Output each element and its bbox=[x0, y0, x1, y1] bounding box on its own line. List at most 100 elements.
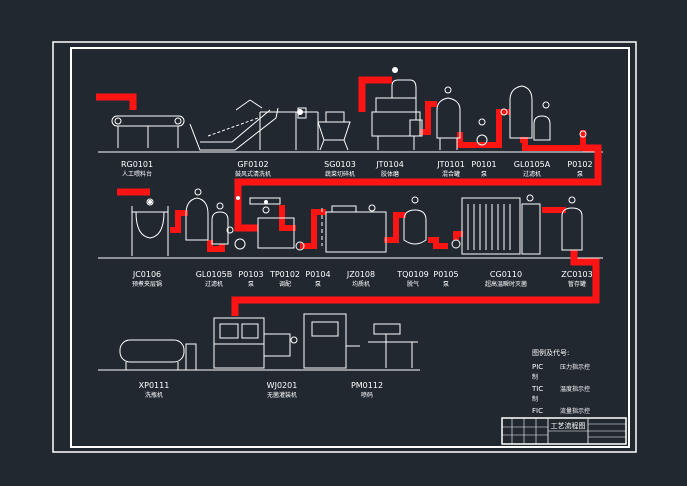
svg-text:泵: 泵 bbox=[577, 171, 583, 178]
cg0110-uht-sterilizer bbox=[461, 194, 541, 255]
svg-text:TP0102: TP0102 bbox=[269, 270, 300, 279]
legend-code-fic: FIC bbox=[532, 407, 543, 415]
process-pipes bbox=[96, 76, 602, 316]
jc0106-jacketed-kettle bbox=[131, 198, 169, 256]
tp0102-blend-tank bbox=[249, 197, 295, 249]
svg-text:JZ0108: JZ0108 bbox=[346, 270, 375, 279]
gl0105b-filter bbox=[185, 188, 229, 245]
label-p0103: P0103 泵 bbox=[238, 270, 263, 288]
label-wj0201: WJ0201 无菌灌装机 bbox=[267, 381, 298, 399]
svg-text:泵: 泵 bbox=[315, 281, 321, 288]
legend-desc-fic: 流量指示控 bbox=[560, 407, 590, 415]
label-sg0103: SG0103 蔬菜切碎机 bbox=[324, 160, 356, 178]
svg-text:胶体磨: 胶体磨 bbox=[381, 170, 399, 178]
svg-text:脱气: 脱气 bbox=[407, 280, 419, 288]
svg-text:泵: 泵 bbox=[481, 171, 487, 178]
title-block: 工艺流程图 bbox=[501, 417, 627, 445]
svg-text:TQ0109: TQ0109 bbox=[396, 270, 429, 279]
svg-text:GF0102: GF0102 bbox=[237, 160, 268, 169]
label-pm0112: PM0112 喷码 bbox=[351, 381, 383, 399]
svg-text:混合罐: 混合罐 bbox=[442, 170, 460, 178]
label-p0105: P0105 泵 bbox=[433, 270, 458, 288]
gf0102-washer bbox=[189, 99, 319, 151]
svg-text:鼓风式清洗机: 鼓风式清洗机 bbox=[235, 170, 271, 178]
svg-text:超高温瞬时灭菌: 超高温瞬时灭菌 bbox=[485, 280, 527, 288]
jt0101-mix-tank bbox=[436, 86, 461, 150]
label-tq0109: TQ0109 脱气 bbox=[396, 270, 429, 288]
svg-text:RG0101: RG0101 bbox=[121, 160, 153, 169]
svg-text:预煮夹层锅: 预煮夹层锅 bbox=[132, 280, 162, 288]
legend: 图例及代号: PIC 压力指示控 制 TIC 温度指示控 制 FIC 流量指示控 bbox=[531, 348, 590, 415]
svg-text:XP0111: XP0111 bbox=[139, 381, 170, 390]
legend-code-tic: TIC bbox=[531, 385, 543, 393]
legend-title: 图例及代号: bbox=[532, 348, 569, 357]
label-gf0102: GF0102 鼓风式清洗机 bbox=[235, 160, 271, 178]
gl0105a-filter bbox=[500, 85, 551, 141]
svg-text:JC0106: JC0106 bbox=[132, 270, 161, 279]
svg-text:洗瓶机: 洗瓶机 bbox=[145, 391, 163, 399]
svg-text:P0101: P0101 bbox=[471, 160, 496, 169]
svg-text:JT0101: JT0101 bbox=[436, 160, 465, 169]
svg-text:P0102: P0102 bbox=[567, 160, 592, 169]
wj0201-aseptic-filler bbox=[213, 317, 298, 369]
svg-text:CG0110: CG0110 bbox=[490, 270, 522, 279]
sg0103-cutter bbox=[317, 111, 351, 151]
p0104-pump bbox=[295, 208, 323, 251]
label-jc0106: JC0106 预煮夹层锅 bbox=[132, 270, 162, 288]
label-zc0103: ZC0103 暂存罐 bbox=[561, 270, 592, 288]
jt0104-colloid-mill bbox=[371, 79, 423, 150]
svg-text:泵: 泵 bbox=[443, 281, 449, 288]
svg-text:过滤机: 过滤机 bbox=[205, 280, 223, 288]
svg-text:P0105: P0105 bbox=[433, 270, 458, 279]
p0102-pump bbox=[579, 130, 587, 138]
svg-text:蔬菜切碎机: 蔬菜切碎机 bbox=[325, 170, 355, 178]
inner-frame bbox=[70, 47, 630, 448]
legend-desc-tic: 温度指示控 bbox=[560, 385, 590, 393]
svg-text:GL0105A: GL0105A bbox=[514, 160, 551, 169]
zc0103-holding-tank bbox=[561, 196, 583, 251]
svg-text:调配: 调配 bbox=[279, 280, 291, 288]
label-gl0105a: GL0105A 过滤机 bbox=[514, 160, 551, 178]
label-jt0101: JT0101 混合罐 bbox=[436, 160, 465, 178]
labeler-machine bbox=[303, 313, 360, 369]
label-cg0110: CG0110 超高温瞬时灭菌 bbox=[485, 270, 527, 288]
svg-text:GL0105B: GL0105B bbox=[196, 270, 233, 279]
p0101-pump bbox=[476, 118, 488, 146]
svg-text:P0103: P0103 bbox=[238, 270, 263, 279]
label-jt0104: JT0104 胶体磨 bbox=[375, 160, 404, 178]
svg-text:暂存罐: 暂存罐 bbox=[568, 280, 586, 288]
svg-text:泵: 泵 bbox=[248, 281, 254, 288]
svg-text:无菌灌装机: 无菌灌装机 bbox=[267, 391, 297, 399]
label-p0102: P0102 泵 bbox=[567, 160, 592, 178]
svg-text:SG0103: SG0103 bbox=[324, 160, 356, 169]
legend-wrap-pic: 制 bbox=[532, 373, 538, 381]
legend-desc-pic: 压力指示控 bbox=[560, 363, 590, 371]
svg-text:喷码: 喷码 bbox=[361, 391, 373, 399]
label-tp0102: TP0102 调配 bbox=[269, 270, 300, 288]
p0105-pump bbox=[451, 239, 461, 249]
label-p0101: P0101 泵 bbox=[471, 160, 496, 178]
label-rg0101: RG0101 人工喂料台 bbox=[121, 160, 153, 178]
jz0108-homogenizer bbox=[325, 204, 387, 253]
p0103-pump bbox=[226, 226, 246, 250]
legend-code-pic: PIC bbox=[532, 363, 543, 371]
title-block-title: 工艺流程图 bbox=[551, 421, 586, 430]
svg-text:人工喂料台: 人工喂料台 bbox=[122, 170, 152, 178]
label-p0104: P0104 泵 bbox=[305, 270, 330, 288]
svg-text:P0104: P0104 bbox=[305, 270, 330, 279]
svg-text:WJ0201: WJ0201 bbox=[267, 381, 298, 390]
svg-text:均质机: 均质机 bbox=[352, 280, 370, 288]
label-jz0108: JZ0108 均质机 bbox=[346, 270, 375, 288]
svg-text:过滤机: 过滤机 bbox=[523, 170, 541, 178]
tq0109-deaerator bbox=[403, 196, 427, 245]
label-xp0111: XP0111 洗瓶机 bbox=[139, 381, 170, 399]
svg-text:ZC0103: ZC0103 bbox=[561, 270, 592, 279]
xp0111-bottle-washer bbox=[119, 339, 197, 371]
svg-text:PM0112: PM0112 bbox=[351, 381, 383, 390]
legend-wrap-tic: 制 bbox=[532, 395, 538, 403]
pm0112-coder bbox=[368, 323, 418, 368]
rg0101-feed-table bbox=[111, 115, 185, 148]
instrument-balloons bbox=[148, 67, 398, 204]
svg-text:JT0104: JT0104 bbox=[375, 160, 404, 169]
